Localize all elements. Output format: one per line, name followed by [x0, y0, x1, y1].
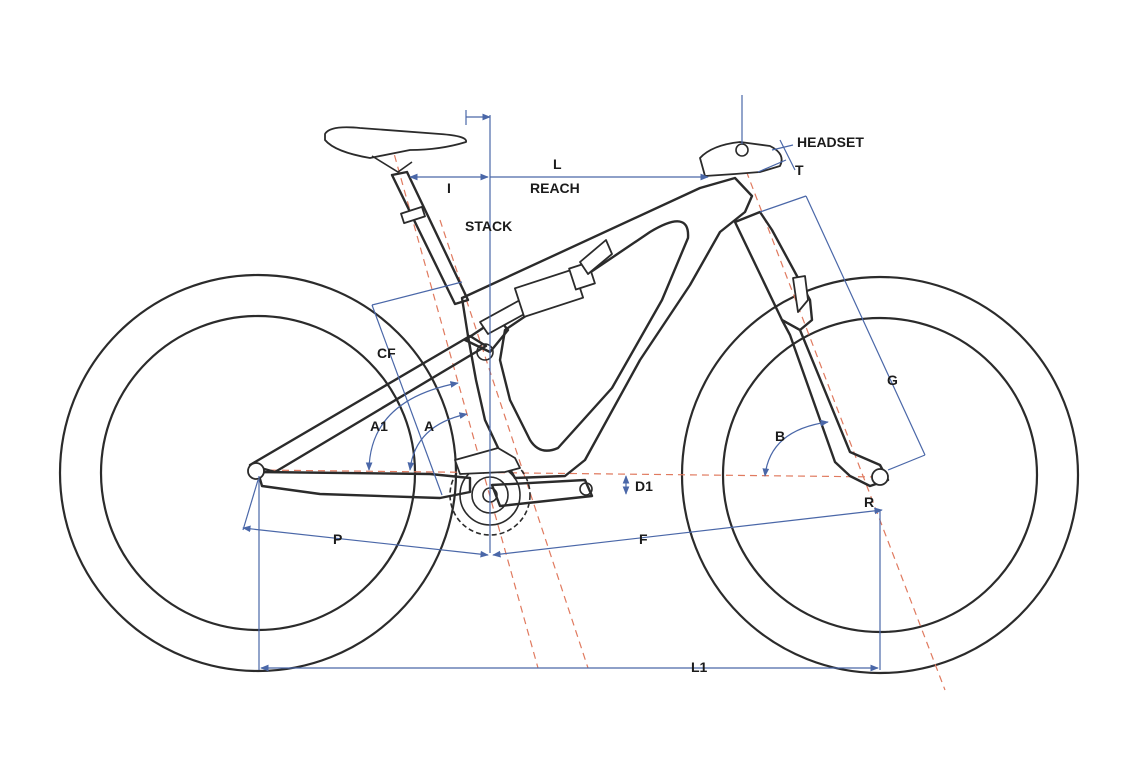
label-d1: D1 — [635, 478, 653, 494]
label-reach: REACH — [530, 180, 580, 196]
label-l1: L1 — [691, 659, 708, 675]
rear-shock — [476, 239, 613, 361]
fork — [733, 210, 890, 488]
label-cf: CF — [377, 345, 396, 361]
dimension-labels: HEADSET T L I REACH STACK CF G A1 A B D1… — [333, 134, 898, 675]
centerlines — [257, 131, 946, 691]
saddle — [324, 126, 467, 173]
label-t: T — [795, 162, 804, 178]
label-stack: STACK — [465, 218, 512, 234]
label-b: B — [775, 428, 785, 444]
label-p: P — [333, 531, 342, 547]
label-g: G — [887, 372, 898, 388]
label-f: F — [639, 531, 648, 547]
label-i: I — [447, 180, 451, 196]
dimension-lines — [242, 110, 926, 672]
stem-headset — [699, 95, 783, 177]
label-headset: HEADSET — [797, 134, 864, 150]
label-l: L — [553, 156, 562, 172]
crankset — [449, 447, 594, 536]
label-r: R — [864, 494, 874, 510]
label-a: A — [424, 418, 434, 434]
axles — [247, 462, 889, 486]
seatpost — [390, 170, 470, 306]
frame — [248, 176, 754, 500]
label-a1: A1 — [370, 418, 388, 434]
